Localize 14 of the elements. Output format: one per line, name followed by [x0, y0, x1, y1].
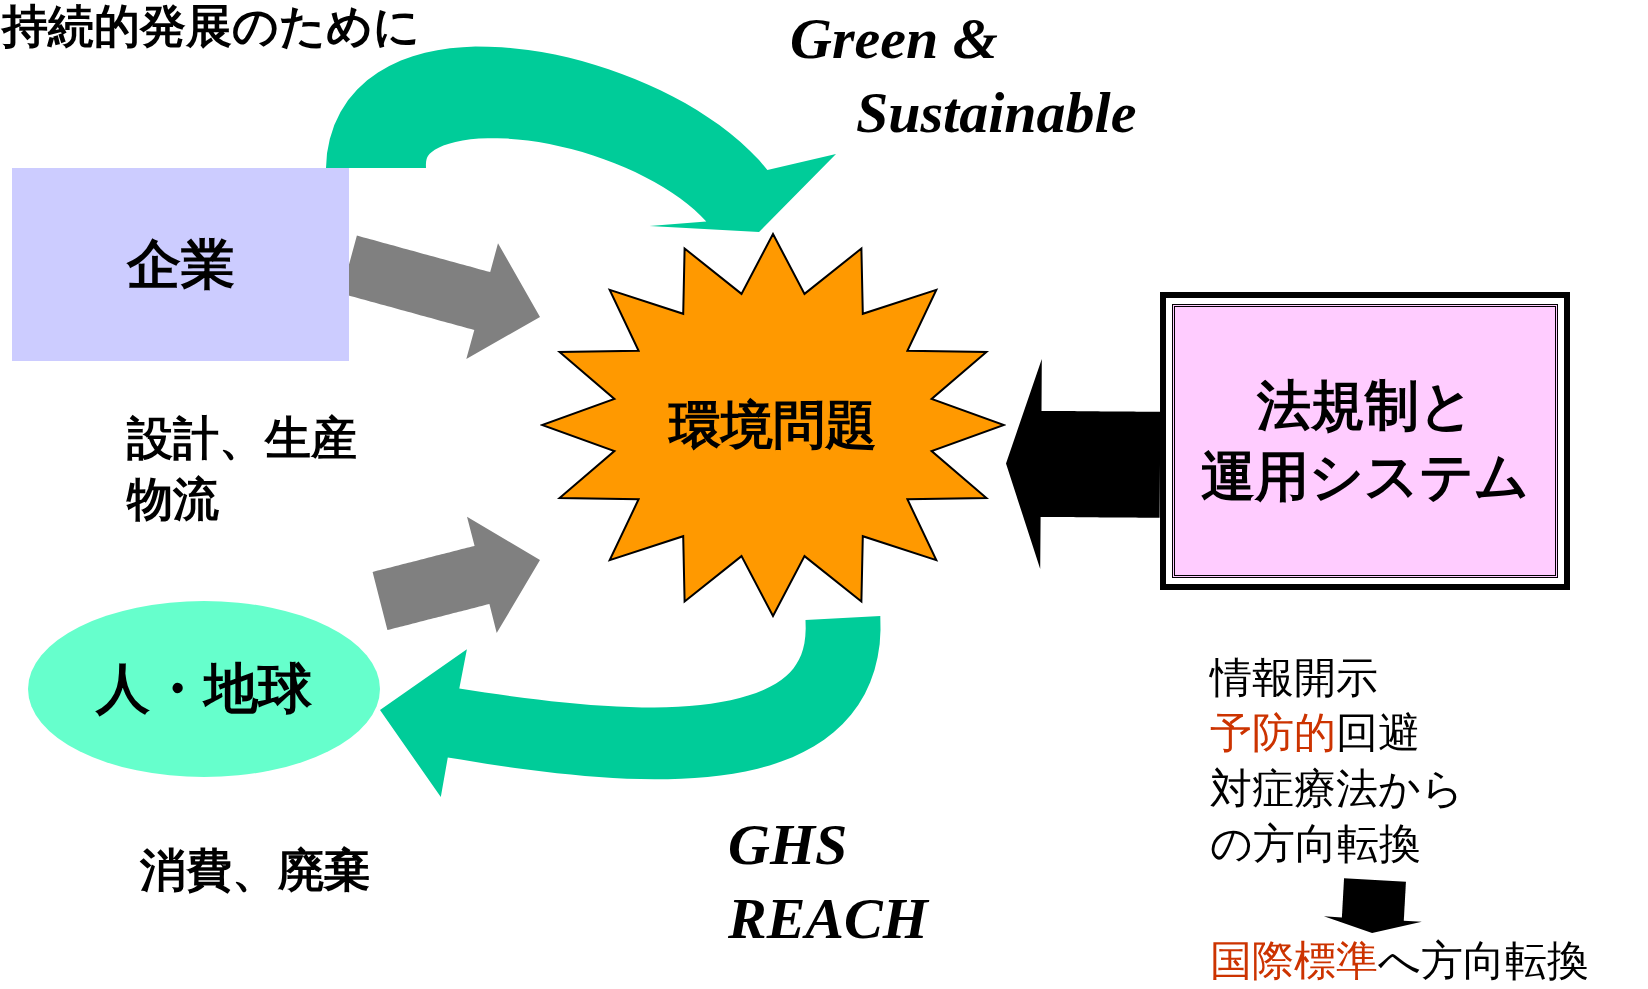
regulation-box: 法規制と運用システム — [1160, 292, 1570, 590]
curved-arrow — [380, 616, 881, 797]
slogan-text: Green & Sustainable — [790, 5, 1138, 148]
note-text: 国際標準へ方向転換 — [1210, 933, 1648, 989]
block-arrow — [1006, 358, 1161, 569]
stage-caption: 設計、生産物流 — [127, 410, 357, 528]
issue-starburst: 環境問題 — [540, 232, 1006, 618]
note-text: 情報開示 予防的回避 対症療法からの方向転換 — [1210, 650, 1510, 880]
curved-arrow — [326, 46, 836, 232]
regulation-names: GHS REACH — [728, 811, 931, 954]
stage-caption: 消費、廃棄 — [140, 842, 370, 899]
people-earth-ellipse: 人・地球 — [28, 601, 380, 777]
company-box: 企業 — [12, 168, 349, 361]
title: 持続的発展のために — [2, 0, 420, 55]
